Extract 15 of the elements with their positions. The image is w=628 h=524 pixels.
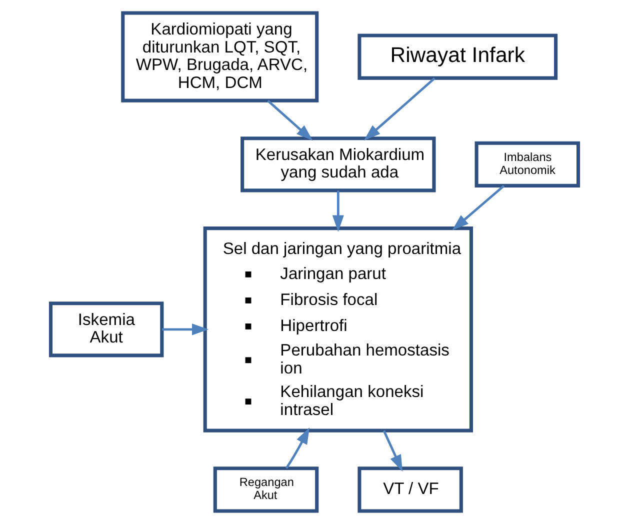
- arrow: [382, 430, 402, 472]
- node-box: Riwayat Infark: [357, 34, 558, 80]
- node-box: Kardiomiopati yang diturunkan LQT, SQT, WPW, Brugada, ARVC, HCM, DCM: [120, 11, 318, 102]
- arrow: [266, 100, 312, 141]
- arrow: [363, 77, 435, 141]
- arrow: [162, 324, 208, 336]
- node-box: Iskemia Akut: [48, 302, 164, 358]
- node-box: Regangan Akut: [212, 466, 318, 513]
- node-box: VT / VF: [357, 466, 462, 513]
- node-box: Imbalans Autonomik: [474, 141, 580, 188]
- arrow: [332, 190, 344, 232]
- node-box: Sel dan jaringan yang proaritmia Jaringan parut Fibrosis focal Hipertrofi Perubahan hemostasis ion Kehilangan koneksi intrasel: [202, 226, 472, 432]
- arrow: [284, 427, 310, 469]
- node-box: Kerusakan Miokardium yang sudah ada: [240, 136, 436, 192]
- arrow: [452, 184, 504, 230]
